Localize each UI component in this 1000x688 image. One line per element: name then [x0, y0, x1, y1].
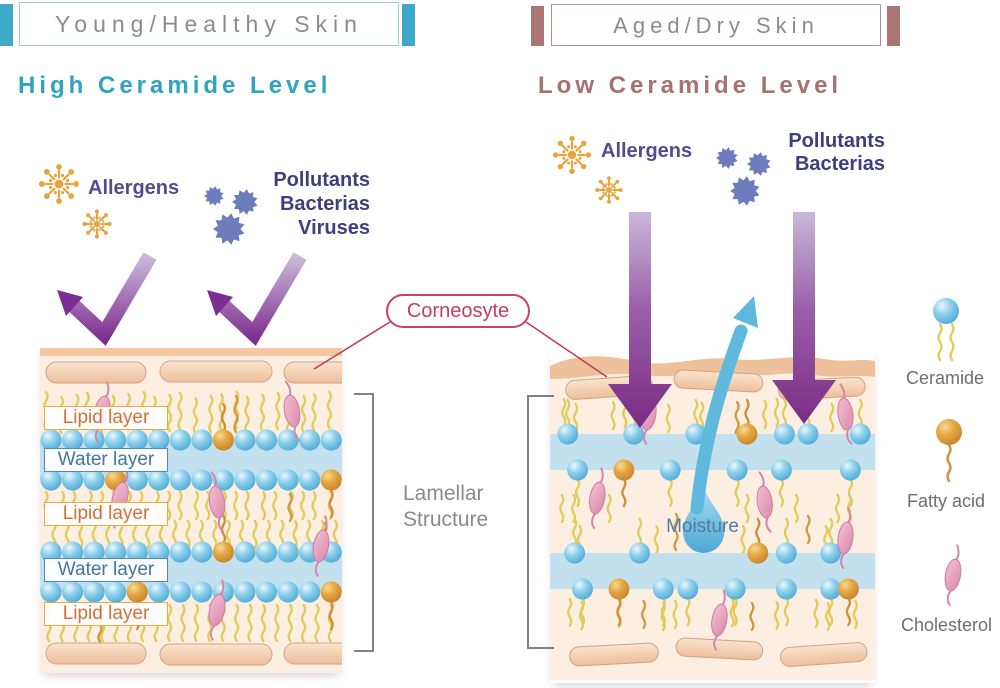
lamellar-structure-label: Lamellar Structure	[403, 482, 489, 531]
lipid-layer-label-2: Lipid layer	[44, 502, 168, 526]
cholesterol-icon	[711, 589, 728, 651]
lamellar-bracket-left	[354, 393, 374, 652]
allergen-icon	[552, 135, 592, 175]
water-layer-label-2: Water layer	[44, 558, 168, 582]
corneocyte-callout: Corneosyte	[386, 294, 530, 328]
cholesterol-icon	[837, 507, 854, 569]
left-accent-bar-end	[402, 4, 415, 46]
cholesterol-icon	[589, 467, 606, 529]
right-accent-bar-end	[887, 6, 900, 46]
legend-label-fatty-acid: Fatty acid	[906, 491, 986, 511]
bounce-arrow-icon	[207, 252, 307, 346]
cholesterol-icon	[283, 380, 301, 442]
fatty-acid-icon	[936, 419, 962, 483]
cholesterol-icon	[837, 383, 854, 445]
cholesterol-icon	[944, 544, 962, 606]
right-panel-title: Aged/Dry Skin	[551, 4, 881, 46]
moisture-drop-icon	[682, 488, 725, 553]
lamellar-bracket-right	[527, 395, 554, 649]
ceramide-icon	[933, 298, 959, 362]
virus-icon	[730, 176, 760, 206]
water-layer-label-1: Water layer	[44, 448, 168, 472]
allergen-icon	[595, 176, 623, 204]
allergens-label-left: Allergens	[88, 177, 180, 199]
allergen-icon	[38, 163, 80, 205]
cholesterol-icon	[312, 515, 330, 577]
lipid-layer-label-3: Lipid layer	[44, 602, 168, 626]
virus-icon	[204, 186, 224, 206]
legend-label-ceramide: Ceramide	[905, 368, 985, 388]
legend-label-cholesterol: Cholesterol	[900, 615, 993, 635]
left-panel-title: Young/Healthy Skin	[19, 2, 399, 46]
allergens-label-right: Allergens	[601, 140, 693, 162]
viruses-text: Viruses	[298, 217, 370, 239]
virus-icon	[716, 147, 738, 169]
allergen-icon	[82, 209, 112, 239]
left-subtitle: High Ceramide Level	[18, 72, 332, 99]
bounce-arrow-icon	[57, 252, 157, 346]
moisture-label: Moisture	[666, 516, 739, 537]
pollutants-text: Pollutants	[273, 169, 370, 191]
lipid-layer-label-1: Lipid layer	[44, 406, 168, 430]
right-subtitle: Low Ceramide Level	[538, 72, 843, 99]
bacterias-text: Bacterias	[794, 153, 885, 175]
right-accent-bar-start	[531, 6, 544, 46]
cholesterol-icon	[208, 579, 226, 641]
pollutants-text: Pollutants	[788, 130, 885, 152]
threats-label-left: Pollutants Bacterias Viruses	[238, 168, 370, 240]
cholesterol-icon	[208, 471, 226, 533]
threats-label-right: Pollutants Bacterias	[753, 130, 885, 176]
bacterias-text: Bacterias	[279, 193, 370, 215]
cholesterol-icon	[756, 471, 773, 533]
left-accent-bar-start	[0, 4, 13, 46]
